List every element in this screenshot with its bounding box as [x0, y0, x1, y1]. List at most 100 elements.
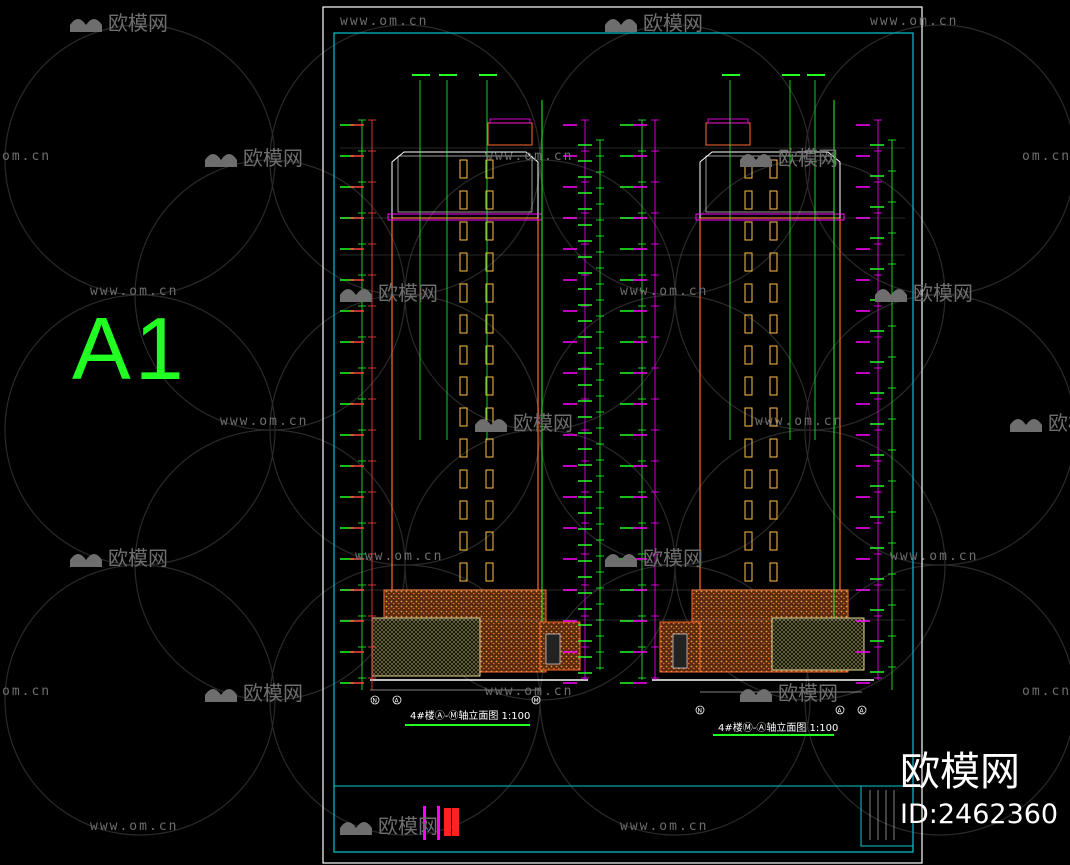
- dimension-text-mark: [340, 651, 354, 653]
- watermark-sofa-icon: [340, 289, 372, 302]
- dimension-text-mark: [620, 527, 634, 529]
- dimension-text-mark: [620, 465, 634, 467]
- window: [459, 438, 468, 458]
- window: [769, 562, 778, 582]
- watermark-brand-text: 欧模网: [778, 146, 838, 170]
- dimension-text-mark: [578, 336, 592, 338]
- dimension-text-mark: [870, 485, 884, 487]
- dimension-text-mark: [350, 496, 364, 498]
- dimension-text-mark: [620, 682, 634, 684]
- leader-label-mark: [479, 74, 497, 76]
- watermark-sofa-icon: [340, 822, 372, 835]
- watermark-brand: 欧模网: [740, 146, 838, 170]
- watermark-sofa-icon: [740, 154, 772, 167]
- drawing-title-left: 4#楼Ⓐ-Ⓜ轴立面图 1:100: [410, 709, 530, 722]
- title-block: [860, 785, 914, 847]
- dimension-text-mark: [578, 320, 592, 322]
- dimension-text-mark: [563, 465, 577, 467]
- watermark-url: om.cn: [2, 149, 51, 164]
- window: [485, 190, 494, 210]
- axis-marker-label: A: [395, 698, 400, 705]
- dimension-text-mark: [633, 155, 647, 157]
- dimension-text-mark: [563, 341, 577, 343]
- dimension-text-mark: [563, 434, 577, 436]
- sheet-outer-frame: [322, 6, 923, 864]
- window: [459, 159, 468, 179]
- watermark-sofa-icon: [1010, 419, 1042, 432]
- dimension-text-mark: [870, 144, 884, 146]
- window: [744, 314, 753, 334]
- dimension-text-mark: [856, 465, 870, 467]
- dimension-text-mark: [620, 372, 634, 374]
- watermark-url: om.cn: [2, 684, 51, 699]
- dimension-text-mark: [340, 341, 354, 343]
- sheet-inner-frame: [333, 32, 914, 853]
- watermark-brand: 欧模网: [340, 281, 438, 305]
- dimension-text-mark: [578, 160, 592, 162]
- dimension-text-mark: [856, 372, 870, 374]
- watermark-brand-text: 欧模网: [643, 11, 703, 35]
- dimension-text-mark: [350, 558, 364, 560]
- watermark-sofa-icon: [605, 554, 637, 567]
- dimension-text-mark: [578, 304, 592, 306]
- footer-brand-name: 欧模网: [900, 749, 1020, 795]
- dimension-text-mark: [578, 192, 592, 194]
- dimension-text-mark: [340, 310, 354, 312]
- axis-marker-left-2: A: [392, 695, 402, 705]
- window: [744, 376, 753, 396]
- dimension-text-mark: [350, 372, 364, 374]
- axis-marker-right-3: A: [857, 705, 867, 715]
- window: [769, 438, 778, 458]
- watermark-brand: 欧模网: [70, 546, 168, 570]
- window: [485, 221, 494, 241]
- axis-marker-label: A: [838, 708, 843, 715]
- dimension-text-mark: [350, 310, 364, 312]
- dimension-text-mark: [856, 248, 870, 250]
- dimension-text-mark: [563, 248, 577, 250]
- window: [744, 407, 753, 427]
- dimension-text-mark: [620, 310, 634, 312]
- watermark-brand: 欧模网: [1010, 411, 1070, 435]
- dimension-text-mark: [578, 288, 592, 290]
- dimension-text-mark: [870, 268, 884, 270]
- dimension-text-mark: [350, 620, 364, 622]
- dimension-text-mark: [870, 423, 884, 425]
- watermark-brand-text: 欧模网: [1048, 411, 1070, 435]
- window: [459, 190, 468, 210]
- window: [459, 407, 468, 427]
- dimension-text-mark: [578, 240, 592, 242]
- watermark-brand-text: 欧模网: [778, 681, 838, 705]
- dimension-text-mark: [870, 516, 884, 518]
- dimension-text-mark: [350, 651, 364, 653]
- dimension-text-mark: [578, 608, 592, 610]
- dimension-text-mark: [620, 124, 634, 126]
- dimension-text-mark: [856, 341, 870, 343]
- dimension-text-mark: [633, 124, 647, 126]
- watermark-sofa-icon: [475, 419, 507, 432]
- axis-marker-right-1: N: [695, 705, 705, 715]
- watermark-sofa-icon: [875, 289, 907, 302]
- watermark-brand: 欧模网: [205, 146, 303, 170]
- roof-cornice: [695, 213, 845, 221]
- dimension-text-mark: [856, 558, 870, 560]
- dimension-text-mark: [578, 256, 592, 258]
- dimension-text-mark: [856, 682, 870, 684]
- window: [485, 469, 494, 489]
- dimension-text-mark: [578, 144, 592, 146]
- window: [744, 469, 753, 489]
- dimension-text-mark: [563, 527, 577, 529]
- window: [744, 190, 753, 210]
- dimension-text-mark: [578, 384, 592, 386]
- dimension-text-mark: [856, 310, 870, 312]
- dimension-text-mark: [350, 527, 364, 529]
- dimension-text-mark: [856, 496, 870, 498]
- watermark-brand-text: 欧模网: [513, 411, 573, 435]
- drawing-title-right: 4#楼Ⓜ-Ⓐ轴立面图 1:100: [718, 721, 838, 734]
- window: [769, 469, 778, 489]
- dimension-text-mark: [633, 434, 647, 436]
- dimension-text-mark: [578, 528, 592, 530]
- dimension-text-mark: [633, 248, 647, 250]
- dimension-text-mark: [340, 248, 354, 250]
- dimension-text-mark: [563, 372, 577, 374]
